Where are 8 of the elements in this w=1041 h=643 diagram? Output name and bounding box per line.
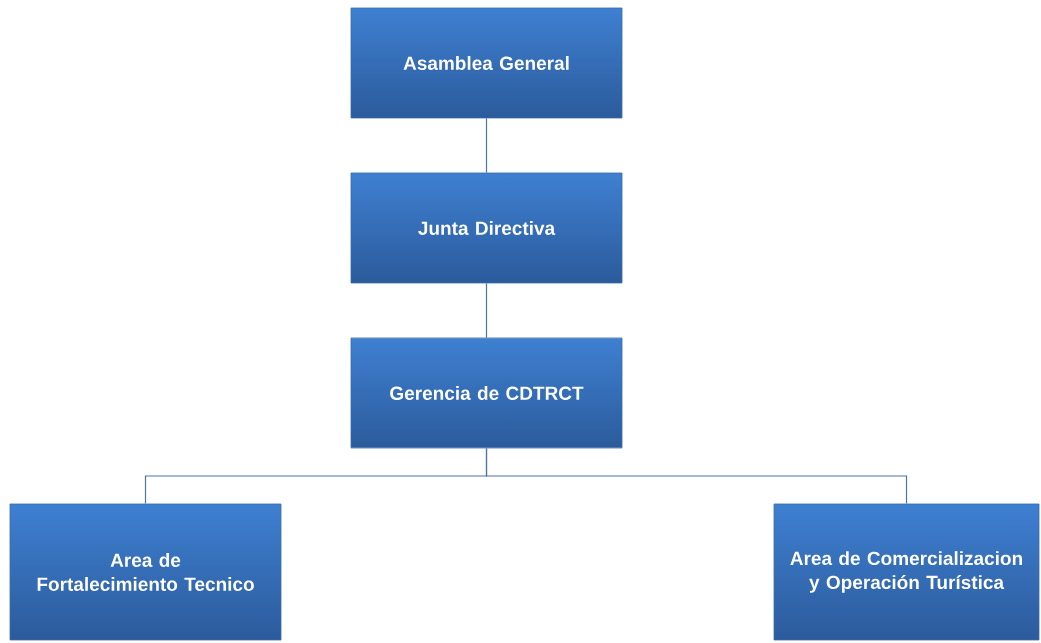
org-box: Area de Fortalecimiento Tecnico	[9, 503, 282, 641]
connector-line	[485, 117, 488, 174]
connector-line	[485, 447, 908, 505]
org-box: Gerencia de CDTRCT	[350, 337, 623, 449]
org-box: Junta Directiva	[350, 172, 623, 284]
connector-line	[485, 282, 488, 339]
org-box: Asamblea General	[350, 7, 623, 119]
org-box: Area de Comercializacion y Operación Turística	[773, 503, 1040, 641]
